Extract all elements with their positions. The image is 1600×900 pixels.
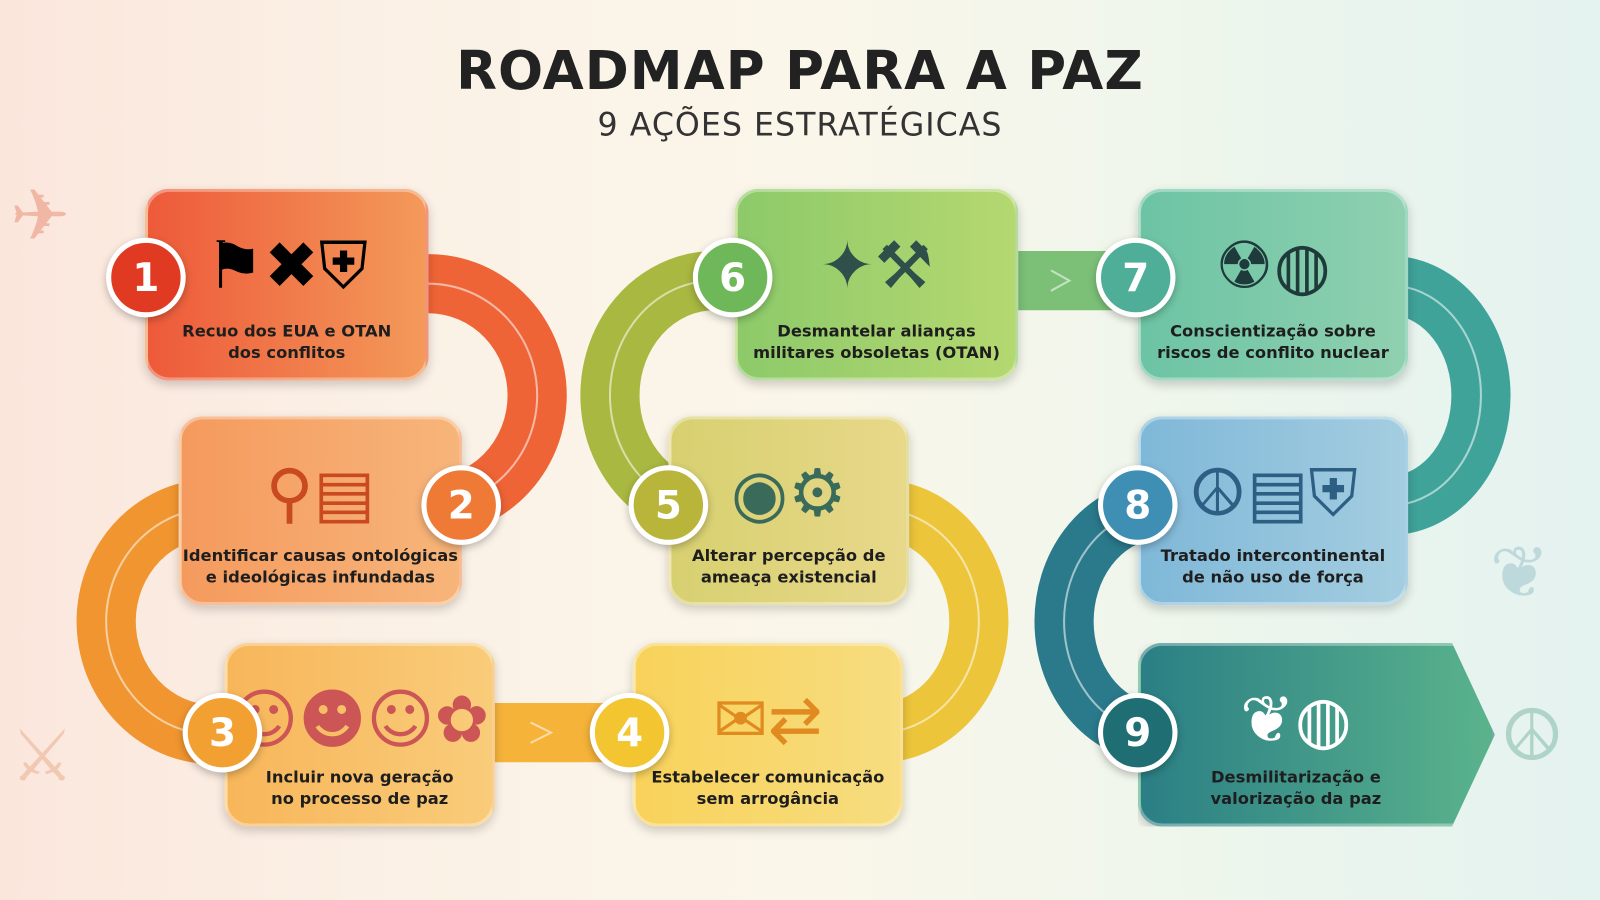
rifle-icon: ✈ bbox=[10, 173, 71, 258]
treaty-handshake-icon: ☮▤⛨ bbox=[1188, 456, 1358, 532]
step-number-badge: 7 bbox=[1095, 237, 1176, 318]
eye-head-gears-icon: ◉⚙ bbox=[731, 456, 847, 532]
step-number-badge: 4 bbox=[589, 692, 670, 773]
speech-bubbles-icon: ✉⇄ bbox=[713, 682, 823, 759]
arrow-icon bbox=[1050, 269, 1072, 292]
nato-hammer-icon: ✦⚒ bbox=[819, 228, 934, 305]
radiation-globe-icon: ☢◍ bbox=[1215, 228, 1331, 305]
page-subtitle: 9 AÇÕES ESTRATÉGICAS bbox=[597, 107, 1003, 144]
dove-globe-icon: ❦◍ bbox=[1240, 682, 1352, 759]
step-number-badge: 6 bbox=[692, 237, 773, 318]
step-number-badge: 3 bbox=[182, 692, 263, 773]
step-number-badge: 1 bbox=[106, 237, 186, 318]
dove-icon: ❦ bbox=[1489, 530, 1550, 615]
arrow-icon bbox=[530, 721, 554, 744]
step-number-badge: 2 bbox=[421, 465, 502, 545]
step-number-badge: 9 bbox=[1097, 692, 1178, 773]
youth-group-icon: ☺☻☺✿ bbox=[230, 682, 490, 759]
magnifier-book-icon: ⚲▤ bbox=[265, 456, 376, 532]
weapons-icon: ⚔ bbox=[10, 714, 75, 798]
page-title: ROADMAP PARA A PAZ bbox=[456, 40, 1144, 103]
step-number-badge: 5 bbox=[628, 465, 709, 545]
military-scene-icon: ⚑✖⛨ bbox=[205, 228, 368, 305]
peace-symbol-icon: ☮ bbox=[1499, 693, 1565, 778]
step-number-badge: 8 bbox=[1097, 465, 1178, 545]
connector-7-8 bbox=[1393, 256, 1511, 535]
